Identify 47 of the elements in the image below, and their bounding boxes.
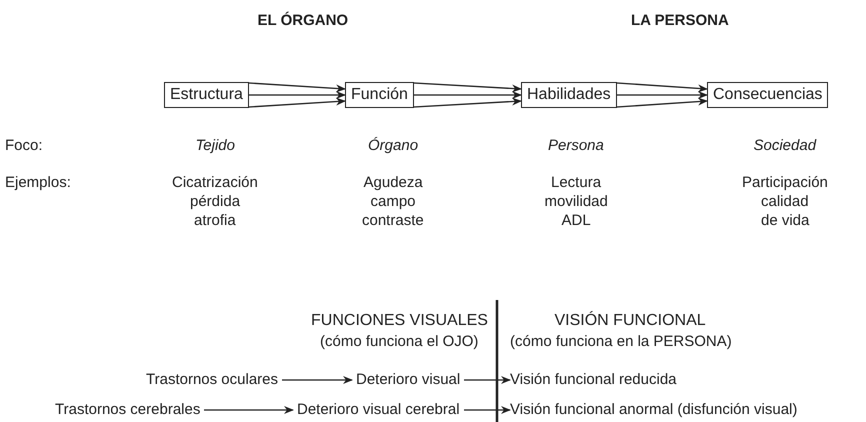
example-text: movilidad xyxy=(544,193,608,211)
focus-text: Persona xyxy=(548,137,604,155)
focus-text: Sociedad xyxy=(754,137,816,155)
focus-text: Tejido xyxy=(196,137,235,155)
structure-box: Estructura xyxy=(164,82,249,108)
example-text: atrofia xyxy=(194,212,236,230)
flow-text: Visión funcional anormal (disfunción visual) xyxy=(510,401,798,419)
flow-text: Deterioro visual cerebral xyxy=(297,401,460,419)
section-subtitle: (cómo funciona en la PERSONA) xyxy=(510,333,732,351)
row-label: Foco: xyxy=(5,137,43,155)
example-text: contraste xyxy=(362,212,424,230)
column-heading: EL ÓRGANO xyxy=(258,12,348,30)
arrow xyxy=(282,376,353,384)
arrow xyxy=(414,91,522,99)
arrow xyxy=(464,406,511,414)
example-text: Lectura xyxy=(551,174,602,192)
arrow xyxy=(248,98,346,108)
arrow xyxy=(414,98,522,108)
consequences-box: Consecuencias xyxy=(707,82,828,108)
example-text: Participación xyxy=(742,174,828,192)
arrow xyxy=(414,82,522,92)
section-subtitle: (cómo funciona el OJO) xyxy=(320,333,478,351)
function-box: Función xyxy=(345,82,414,108)
example-text: Cicatrización xyxy=(172,174,258,192)
arrow xyxy=(464,376,511,384)
example-text: ADL xyxy=(562,212,591,230)
flow-text: Trastornos oculares xyxy=(146,371,278,389)
abilities-box: Habilidades xyxy=(521,82,617,108)
column-heading: LA PERSONA xyxy=(631,12,729,30)
arrow xyxy=(204,406,294,414)
arrow xyxy=(249,91,346,99)
flow-text: Deterioro visual xyxy=(356,371,460,389)
section-heading: VISIÓN FUNCIONAL xyxy=(554,312,706,330)
focus-text: Órgano xyxy=(368,137,418,155)
example-text: pérdida xyxy=(190,193,240,211)
arrow xyxy=(617,91,708,99)
row-label: Ejemplos: xyxy=(5,174,71,192)
example-text: Agudeza xyxy=(364,174,423,192)
arrow xyxy=(248,82,346,92)
flow-text: Trastornos cerebrales xyxy=(55,401,200,419)
arrow xyxy=(616,82,708,92)
example-text: campo xyxy=(370,193,416,211)
example-text: de vida xyxy=(761,212,810,230)
section-heading: FUNCIONES VISUALES xyxy=(311,312,488,330)
example-text: calidad xyxy=(761,193,809,211)
arrow xyxy=(616,98,708,108)
flow-text: Visión funcional reducida xyxy=(510,371,677,389)
